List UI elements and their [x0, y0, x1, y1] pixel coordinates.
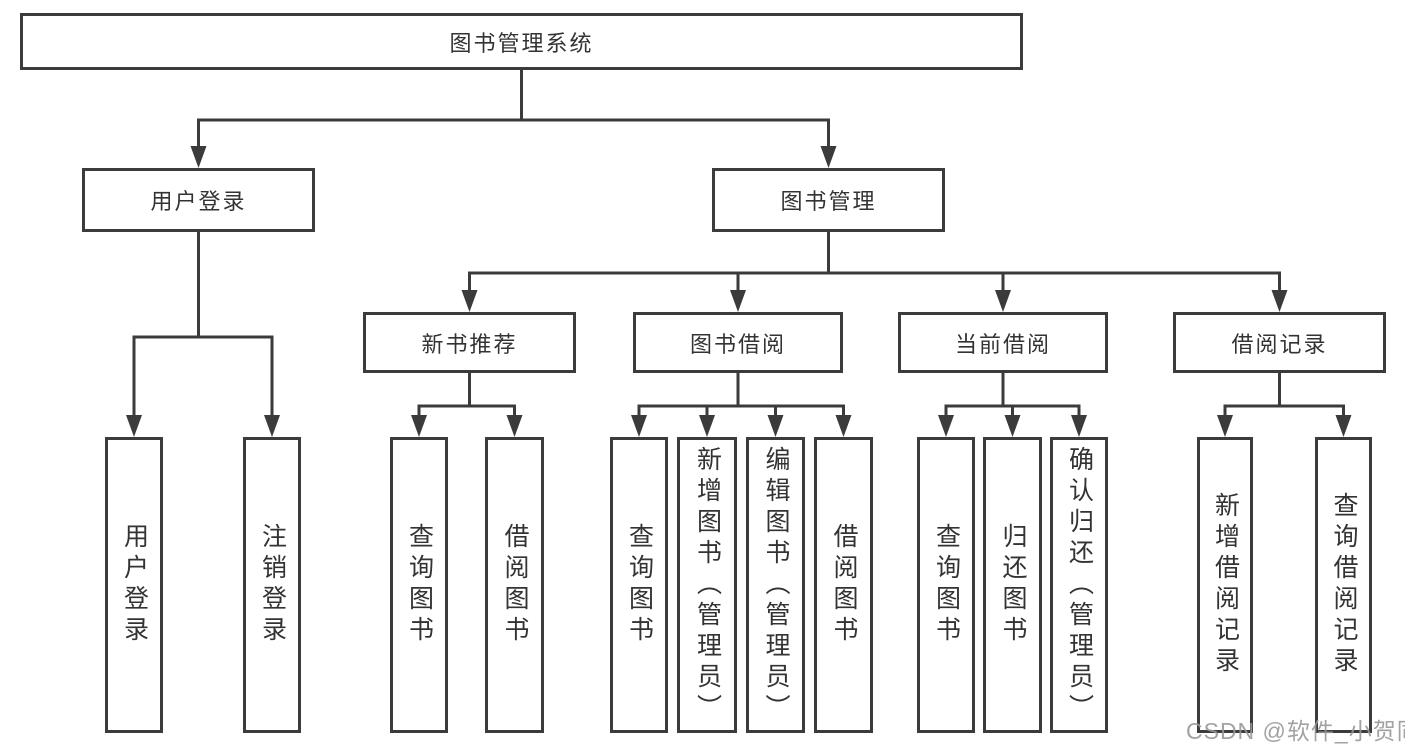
leaf-query-books-current: 查询图书: [917, 437, 975, 733]
node-label: 查询图书: [405, 523, 434, 647]
node-label: 当前借阅: [954, 331, 1051, 357]
node-new-book-recommend: 新书推荐: [363, 312, 576, 373]
node-book-management: 图书管理: [712, 168, 945, 232]
node-label: 借阅记录: [1231, 331, 1328, 357]
leaf-borrow-books: 借阅图书: [814, 437, 873, 733]
leaf-add-borrow-record: 新增借阅记录: [1197, 437, 1253, 733]
node-label: 图书管理: [780, 189, 877, 214]
node-label: 用户登录: [150, 189, 247, 214]
connector-login-to-leaves: [126, 232, 280, 437]
leaf-borrow-books-recommend: 借阅图书: [485, 437, 544, 733]
node-label: 确认归还（管理员）: [1065, 445, 1094, 725]
node-label: 新增借阅记录: [1211, 492, 1240, 678]
node-label: 借阅图书: [501, 523, 529, 647]
node-label: 借阅图书: [830, 523, 858, 647]
node-current-borrowing: 当前借阅: [898, 312, 1108, 373]
leaf-add-books-admin: 新增图书（管理员）: [677, 437, 737, 733]
node-borrowing-records: 借阅记录: [1173, 312, 1386, 373]
connector-root-to-level2: [190, 70, 837, 168]
node-label: 查询图书: [625, 523, 654, 647]
leaf-return-books: 归还图书: [983, 437, 1042, 733]
node-book-borrowing: 图书借阅: [633, 312, 843, 373]
node-user-login: 用户登录: [82, 168, 315, 232]
connector-current-to-leaves: [938, 373, 1087, 437]
node-label: 归还图书: [999, 523, 1027, 647]
node-label: 注销登录: [258, 523, 287, 647]
leaf-query-books-borrow: 查询图书: [610, 437, 668, 733]
leaf-query-books-recommend: 查询图书: [390, 437, 448, 733]
node-label: 新书推荐: [421, 331, 518, 357]
leaf-user-login: 用户登录: [105, 437, 163, 733]
node-label: 图书借阅: [689, 331, 786, 357]
node-label: 查询借阅记录: [1330, 492, 1358, 678]
leaf-edit-books-admin: 编辑图书（管理员）: [746, 437, 805, 733]
connector-borrow-to-leaves: [631, 373, 852, 437]
connector-records-to-leaves: [1217, 373, 1352, 437]
node-label: 新增图书（管理员）: [693, 445, 722, 725]
leaf-logout: 注销登录: [243, 437, 301, 733]
node-library-system: 图书管理系统: [20, 13, 1023, 70]
leaf-query-borrow-record: 查询借阅记录: [1315, 437, 1372, 733]
leaf-confirm-return-admin: 确认归还（管理员）: [1050, 437, 1108, 733]
node-label: 图书管理系统: [449, 30, 594, 56]
csdn-watermark: CSDN @软件_小贺同学: [1186, 718, 1405, 744]
node-label: 查询图书: [932, 523, 961, 647]
node-label: 用户登录: [120, 523, 149, 647]
connector-bookmgmt-to-level3: [461, 232, 1288, 312]
node-label: 编辑图书（管理员）: [762, 445, 790, 725]
connector-newbook-to-leaves: [411, 373, 523, 437]
